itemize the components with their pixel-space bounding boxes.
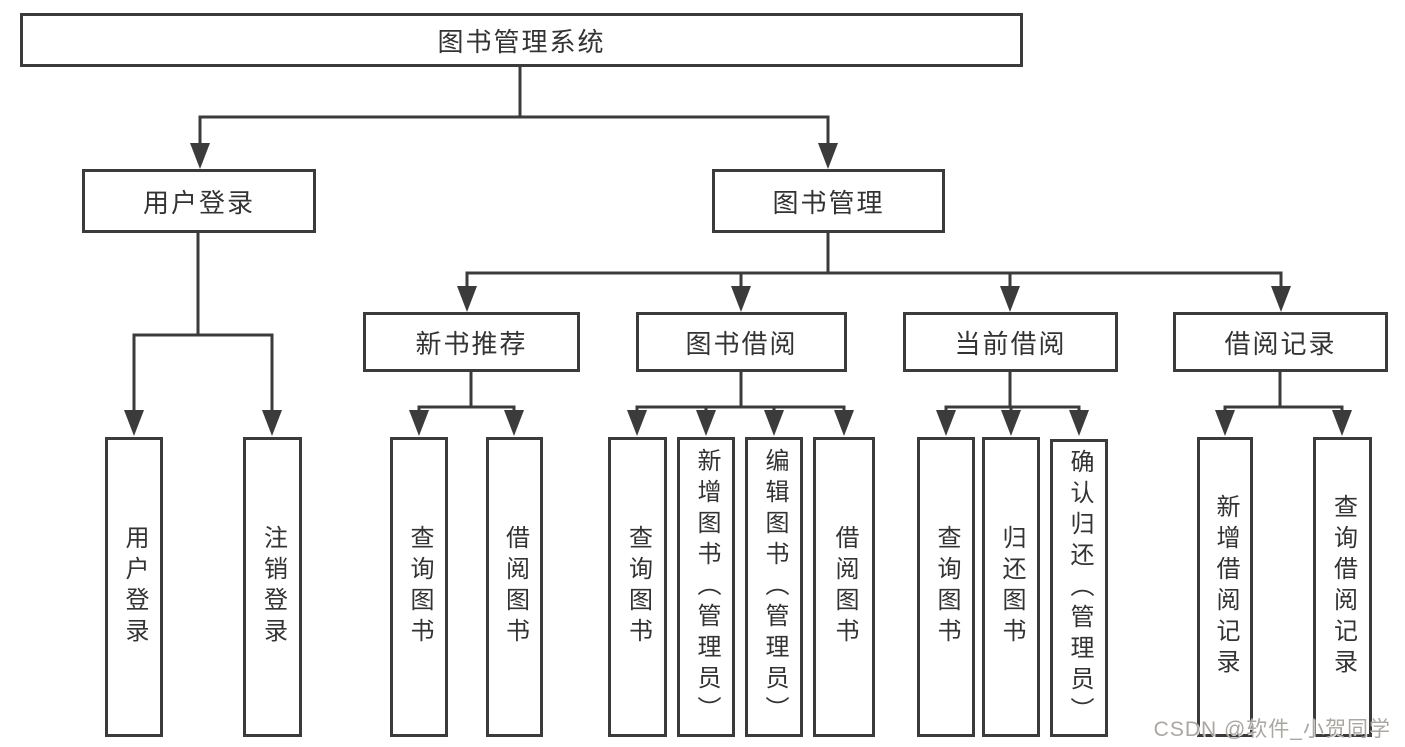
node-book-management-module: 图书管理 [712,169,945,233]
node-label: 借阅图书 [831,525,858,649]
node-library-management-system: 图书管理系统 [20,13,1023,67]
node-new-book-recommendation: 新书推荐 [363,312,580,372]
node-label: 注销登录 [259,525,287,649]
node-label: 归还图书 [998,525,1025,649]
node-label: 图书管理系统 [437,26,606,57]
leaf-borrow-books-recommend: 借阅图书 [486,437,543,737]
node-label: 图书借阅 [685,328,798,359]
node-label: 查询借阅记录 [1329,494,1357,680]
node-label: 用户登录 [121,525,148,649]
node-label: 借阅图书 [501,525,529,649]
leaf-user-login: 用户登录 [105,437,163,737]
leaf-borrow-books: 借阅图书 [813,437,875,737]
csdn-watermark: CSDN @软件_小贺同学 [1153,718,1391,741]
node-label: 查询图书 [624,525,652,649]
node-label: 查询图书 [406,525,433,649]
leaf-query-books-borrowing: 查询图书 [608,437,667,737]
leaf-query-books-current: 查询图书 [917,437,975,737]
node-label: 新增借阅记录 [1212,494,1239,680]
leaf-return-books: 归还图书 [982,437,1040,737]
node-label: 图书管理 [772,187,885,218]
leaf-add-borrow-record: 新增借阅记录 [1197,437,1253,737]
node-book-borrowing: 图书借阅 [636,312,847,372]
node-user-login-module: 用户登录 [82,169,316,233]
leaf-query-books-recommend: 查询图书 [390,437,448,737]
node-borrowing-records: 借阅记录 [1173,312,1388,372]
node-label: 确认归还（管理员） [1066,448,1093,728]
node-label: 借阅记录 [1224,328,1337,359]
node-current-borrowing: 当前借阅 [903,312,1118,372]
node-label: 新书推荐 [415,328,528,359]
leaf-confirm-return-admin: 确认归还（管理员） [1050,439,1108,737]
leaf-edit-books-admin: 编辑图书（管理员） [745,437,803,737]
node-label: 编辑图书（管理员） [761,447,788,727]
node-label: 当前借阅 [954,328,1067,359]
node-label: 用户登录 [142,187,255,218]
node-label: 新增图书（管理员） [693,447,720,727]
node-label: 查询图书 [933,525,960,649]
leaf-query-borrow-record: 查询借阅记录 [1313,437,1372,737]
leaf-logout: 注销登录 [243,437,302,737]
leaf-add-books-admin: 新增图书（管理员） [677,437,735,737]
